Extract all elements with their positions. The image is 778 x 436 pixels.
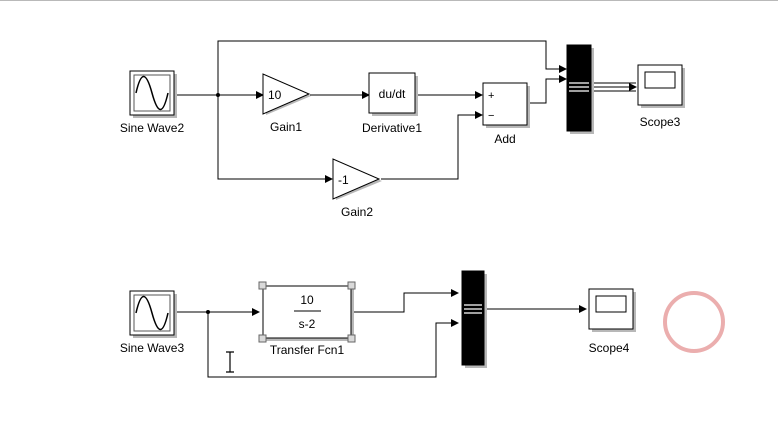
derivative1-block[interactable]: du/dt Derivative1 — [362, 72, 422, 135]
wire-sine3-mux[interactable] — [207, 312, 459, 378]
block-label: Transfer Fcn1 — [270, 343, 345, 357]
wire-sine2-mux-top[interactable] — [217, 40, 567, 95]
sine-wave3-block[interactable]: Sine Wave3 — [120, 290, 185, 355]
gain-value: -1 — [338, 173, 349, 187]
tf-numerator: 10 — [300, 293, 314, 307]
add-port-minus: − — [488, 110, 494, 122]
selection-handle-br[interactable] — [347, 334, 356, 343]
block-label: Scope4 — [589, 341, 630, 355]
add-port-plus: + — [488, 90, 494, 102]
block-label: Derivative1 — [362, 121, 422, 135]
scope-screen-icon — [595, 295, 627, 313]
mux-bar-icon — [566, 44, 592, 132]
gain-value: 10 — [268, 88, 282, 102]
selection-handle-tl[interactable] — [258, 281, 267, 290]
wire-gain2-add[interactable] — [381, 111, 483, 180]
gain2-block[interactable]: -1 Gain2 — [332, 158, 382, 219]
signal-lines-bottom[interactable] — [176, 289, 587, 378]
block-label: Sine Wave3 — [120, 341, 185, 355]
sine-icon — [135, 295, 169, 331]
text-cursor-icon — [226, 351, 234, 373]
click-ring-icon — [663, 291, 725, 353]
block-label: Sine Wave2 — [120, 121, 185, 135]
signal-lines-top[interactable] — [176, 40, 637, 183]
sine-icon — [135, 75, 169, 111]
tf-denominator: s-2 — [299, 317, 316, 331]
mux-block-bottom[interactable] — [461, 270, 487, 368]
mux-bar-icon — [461, 270, 485, 366]
mux-block-top[interactable] — [566, 44, 594, 134]
wire-sine2-gain2[interactable] — [217, 95, 333, 183]
wire-transferfcn1-mux[interactable] — [354, 289, 459, 313]
block-label: Gain2 — [341, 205, 373, 219]
add-block[interactable]: + − Add — [482, 82, 530, 146]
scope4-block[interactable]: Scope4 — [588, 288, 636, 355]
sine-wave2-block[interactable]: Sine Wave2 — [120, 70, 185, 135]
transfer-fcn1-block[interactable]: 10 s-2 Transfer Fcn1 — [258, 281, 356, 357]
derivative-expression: du/dt — [379, 87, 406, 101]
block-label: Add — [494, 132, 515, 146]
selection-handle-tr[interactable] — [347, 281, 356, 290]
scope3-block[interactable]: Scope3 — [637, 64, 685, 129]
gain1-block[interactable]: 10 Gain1 — [262, 73, 311, 134]
block-label: Scope3 — [640, 115, 681, 129]
block-label: Gain1 — [270, 120, 302, 134]
scope-screen-icon — [644, 71, 676, 89]
wire-add-mux[interactable] — [528, 75, 567, 104]
selection-handle-bl[interactable] — [258, 334, 267, 343]
